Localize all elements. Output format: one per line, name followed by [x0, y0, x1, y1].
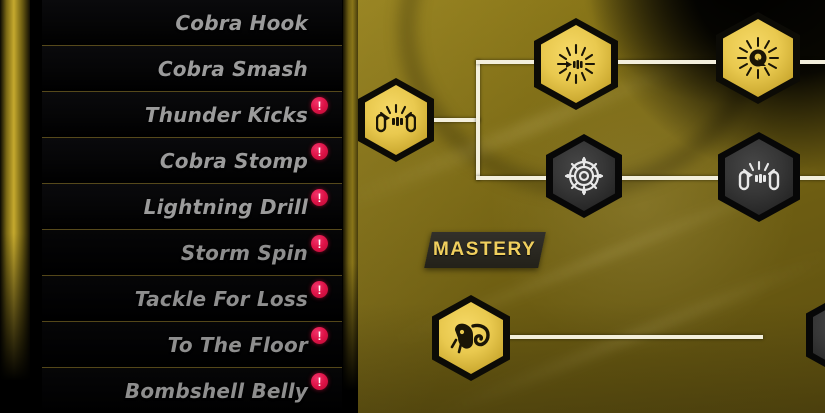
radial-sun-icon	[737, 37, 779, 79]
move-list-item[interactable]: Cobra Hook!	[42, 0, 342, 46]
alert-badge-icon: !	[311, 143, 328, 160]
alert-badge-glyph: !	[317, 282, 322, 297]
move-list-item-label: To The Floor	[167, 332, 308, 357]
alert-badge-icon: !	[311, 189, 328, 206]
node-inner	[553, 141, 615, 211]
node-inner	[723, 19, 793, 97]
trim-fade	[343, 263, 358, 413]
move-list-item[interactable]: Storm Spin!	[42, 230, 342, 276]
impact-hands-icon	[738, 160, 780, 191]
move-list-item-label: Cobra Smash	[157, 56, 308, 81]
alert-badge-glyph: !	[317, 190, 322, 205]
crosshair-target-icon	[564, 156, 604, 196]
alert-badge-icon: !	[311, 97, 328, 114]
bottom-shade	[358, 303, 825, 413]
impact-burst-icon	[556, 43, 596, 85]
alert-badge-glyph: !	[317, 144, 322, 159]
move-list-item[interactable]: Tackle For Loss!	[42, 276, 342, 322]
mastery-badge: MASTERY	[424, 232, 546, 268]
skill-node-branch-down[interactable]	[546, 134, 622, 218]
move-list-item[interactable]: To The Floor!	[42, 322, 342, 368]
alert-badge-icon: !	[311, 281, 328, 298]
move-list-item[interactable]: Lightning Drill!	[42, 184, 342, 230]
move-list-item[interactable]: Cobra Stomp!	[42, 138, 342, 184]
skill-node-far-down[interactable]	[718, 132, 800, 222]
move-list-item-label: Lightning Drill	[143, 194, 308, 219]
connector-far-up-out	[795, 60, 825, 64]
connector-down-to-far	[616, 176, 721, 180]
move-list-item-label: Storm Spin	[180, 240, 308, 265]
connector-root-to-split	[424, 118, 480, 122]
alert-badge-icon: !	[311, 235, 328, 252]
move-list-panel: Cobra Hook!Cobra Smash!Thunder Kicks!Cob…	[0, 0, 358, 413]
connector-split-to-up	[476, 60, 546, 64]
connector-split-vertical	[476, 60, 480, 180]
move-list-item-label: Bombshell Belly	[124, 379, 308, 403]
connector-up-to-far	[616, 60, 721, 64]
alert-badge-glyph: !	[317, 374, 322, 389]
move-list-item-label: Cobra Stomp	[159, 148, 308, 173]
alert-badge-glyph: !	[317, 236, 322, 251]
node-inner	[541, 25, 611, 103]
node-inner	[365, 85, 427, 155]
alert-badge-icon: !	[311, 327, 328, 344]
connector-split-to-down	[476, 176, 546, 180]
impact-hands-icon	[376, 103, 416, 133]
node-inner	[813, 299, 825, 371]
connector-mastery-out	[505, 335, 763, 339]
move-list-item[interactable]: Thunder Kicks!	[42, 92, 342, 138]
skill-node-mastery-ram[interactable]	[432, 295, 510, 381]
move-list[interactable]: Cobra Hook!Cobra Smash!Thunder Kicks!Cob…	[42, 0, 342, 413]
mastery-label: MASTERY	[433, 239, 537, 260]
skill-node-mastery-next[interactable]	[806, 292, 825, 378]
right-gold-trim	[343, 0, 358, 413]
skill-node-far-up[interactable]	[716, 12, 800, 104]
alert-badge-glyph: !	[317, 98, 322, 113]
move-list-item[interactable]: Cobra Smash!	[42, 46, 342, 92]
node-inner	[439, 302, 503, 374]
move-list-item-label: Cobra Hook	[175, 10, 308, 35]
ram-head-icon	[450, 323, 490, 354]
trim-fade	[0, 233, 30, 413]
move-list-item-label: Tackle For Loss	[134, 286, 308, 311]
alert-badge-glyph: !	[317, 328, 322, 343]
move-list-item[interactable]: Bombshell Belly!	[42, 368, 342, 413]
node-inner	[725, 139, 793, 215]
move-list-item-label: Thunder Kicks	[144, 102, 308, 127]
connector-far-down-out	[795, 176, 825, 180]
alert-badge-icon: !	[311, 373, 328, 390]
left-gold-trim	[0, 0, 30, 413]
